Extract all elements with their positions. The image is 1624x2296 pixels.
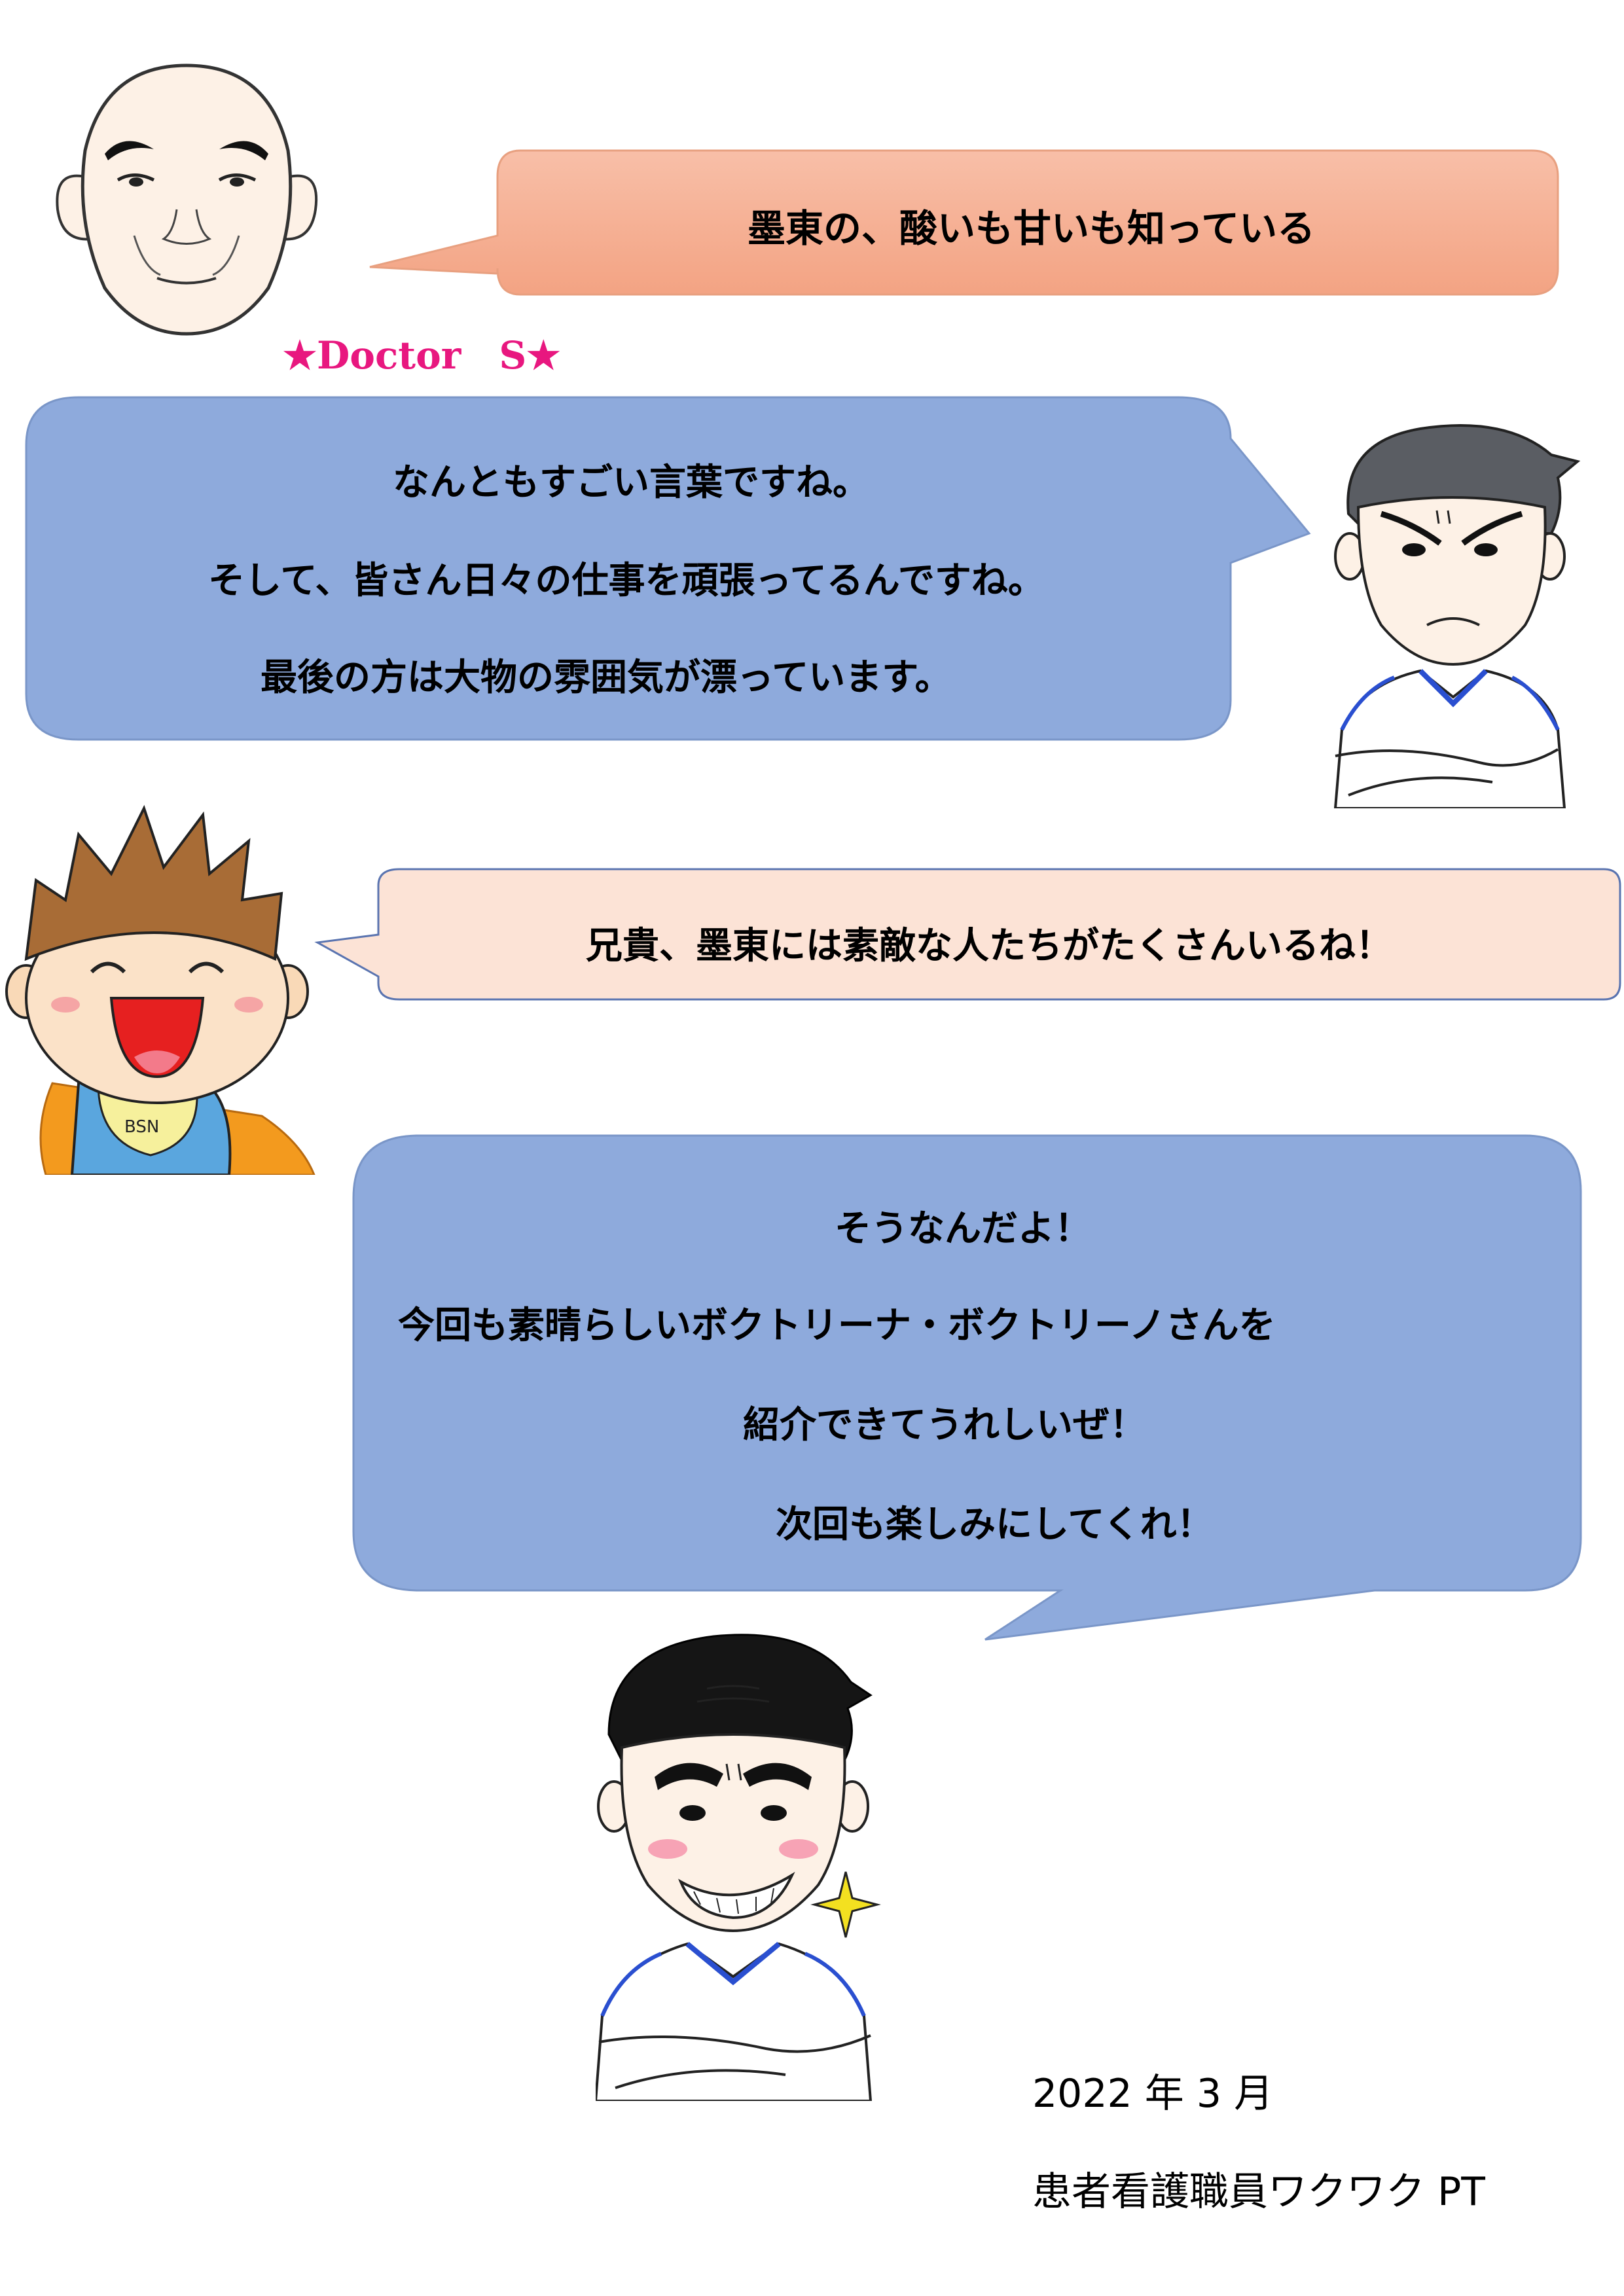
footer-team: 患者看護職員ワクワク PT xyxy=(1032,2169,1485,2215)
kid-bubble-line-1: 兄貴、墨東には素敵な人たちがたくさんいるね！ xyxy=(586,925,1392,967)
junior-bubble-line-1: そうなんだよ！ xyxy=(835,1208,1091,1250)
footer-date: 2022 年 3 月 xyxy=(1032,2071,1274,2117)
senior-bubble-line-1: なんともすごい言葉ですね。 xyxy=(393,461,869,504)
kid-speech-bubble xyxy=(314,868,1621,1001)
senior-bubble-line-3: 最後の方は大物の雰囲気が漂っています。 xyxy=(261,656,952,699)
doctor-name-label: ★Doctor S★ xyxy=(283,333,561,378)
senior-bubble-line-2: そして、皆さん日々の仕事を頑張ってるんですね。 xyxy=(208,560,1045,602)
senior-illustration xyxy=(1333,424,1581,808)
kid-bib-text: BSN xyxy=(124,1117,159,1137)
junior-bubble-line-4: 次回も楽しみにしてくれ！ xyxy=(776,1503,1214,1546)
doctor-bubble-line-1: 墨東の、酸いも甘いも知っている xyxy=(748,206,1316,251)
doctor-speech-bubble xyxy=(369,149,1559,296)
junior-speech-bubble xyxy=(352,1134,1582,1641)
doctor-illustration xyxy=(56,63,318,336)
junior-bubble-line-2: 今回も素晴らしいボクトリーナ・ボクトリーノさんを xyxy=(398,1304,1276,1347)
kid-illustration: BSN xyxy=(5,804,316,1175)
junior-illustration xyxy=(596,1634,881,2101)
senior-speech-bubble xyxy=(25,396,1311,741)
junior-bubble-line-3: 紹介できてうれしいぜ！ xyxy=(743,1404,1146,1446)
